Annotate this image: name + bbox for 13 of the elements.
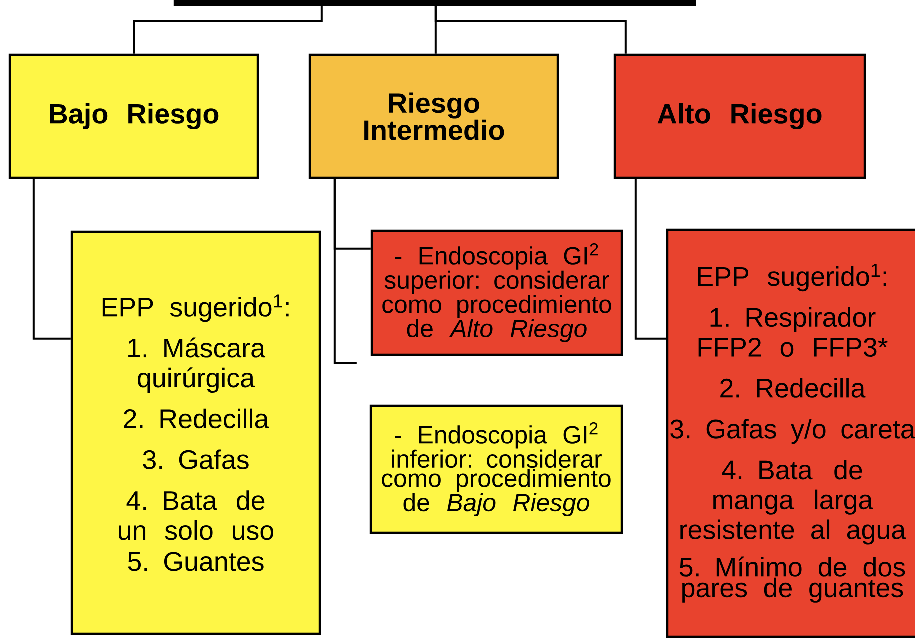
connector-line — [634, 179, 666, 340]
connector-line — [32, 179, 71, 340]
risk-level-box: Riesgo Intermedio — [308, 54, 560, 180]
procedure-note-box: - Endoscopia GI$^{2}$ inferior: considerar como procedimiento de Bajo Riesgo — [370, 404, 624, 534]
equipment-list-box: EPP sugerido$^{1}$: 1. Máscara quirúrgica 2. Redecilla 3. Gafas 4. Bata de un solo uso 5. Guantes — [70, 230, 322, 636]
connector-line — [434, 6, 627, 54]
equipment-list-box: EPP sugerido$^{1}$: 1. Respirador FFP2 o FFP3* 2. Redecilla 3. Gafas y/o careta 4. Bata de manga larga resistente al agua 5. Mínimo de dos pares de guantes — [666, 228, 915, 638]
header-bar — [174, 0, 696, 6]
risk-level-box: Bajo Riesgo — [8, 54, 260, 180]
connector-line — [133, 6, 323, 54]
procedure-note-box: - Endoscopia GI$^{2}$ superior: considerar como procedimiento de Alto Riesgo — [370, 230, 624, 356]
connector-line — [334, 179, 357, 364]
risk-level-box: Alto Riesgo — [614, 54, 866, 180]
